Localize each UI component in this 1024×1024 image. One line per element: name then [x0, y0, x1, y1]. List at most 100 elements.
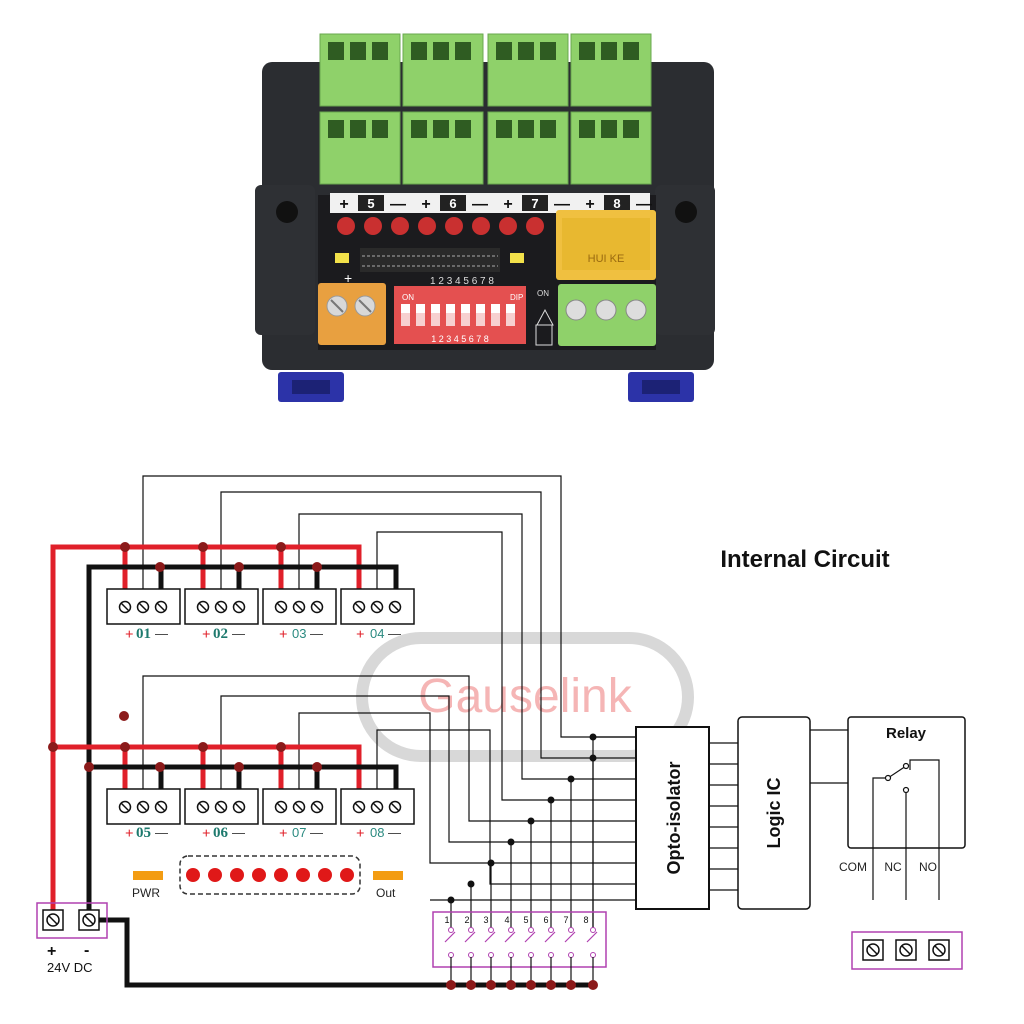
photo-chan-minus: — — [554, 196, 570, 213]
junction-dot — [566, 980, 576, 990]
green-block-slot — [540, 42, 556, 60]
watermark-frame — [356, 632, 694, 762]
signal-junction-dot — [547, 796, 555, 804]
junction-dot — [276, 542, 286, 552]
dip-contact-lever — [524, 931, 536, 943]
t06-minus: — — [232, 825, 245, 840]
signal-wire-row1 — [298, 513, 636, 780]
photo-dip-key — [476, 304, 485, 326]
relay-terminal-screws — [862, 939, 950, 961]
t02-num: 02 — [213, 626, 228, 642]
channel-strip — [330, 193, 650, 213]
t08-minus: — — [388, 825, 401, 840]
terminal-screw-slot — [120, 802, 130, 812]
dip-contact-lever — [504, 931, 516, 943]
signal-wire-row2 — [376, 729, 636, 885]
terminal-screw-slot — [234, 602, 244, 612]
t08-plus: + — [356, 826, 365, 842]
terminal-screw-slot — [276, 602, 286, 612]
green-block-slot — [518, 42, 534, 60]
photo-chan-num-bg — [522, 195, 548, 211]
photo-dip-top-text: 1 2 3 4 5 6 7 8 — [430, 276, 494, 287]
relay-label: Relay — [886, 725, 927, 742]
dip-contact-bottom — [508, 952, 514, 958]
photo-dip-key-toggle — [431, 304, 440, 313]
terminal-screw-slot — [294, 802, 304, 812]
dip-num-5: 5 — [523, 915, 528, 925]
signal-wire-row2 — [142, 675, 636, 822]
photo-plus-sign: + — [344, 270, 352, 286]
dip-contact-bottom — [448, 952, 454, 958]
photo-dip-key-toggle — [506, 304, 515, 313]
signal-junction-dot — [487, 859, 495, 867]
dip-contact-bottom — [528, 952, 534, 958]
power-screw-minus — [78, 909, 100, 931]
power-screw-plus — [42, 909, 64, 931]
photo-dip-bottom-text: 1 2 3 4 5 6 7 8 — [431, 334, 489, 344]
junction-dot — [466, 980, 476, 990]
junction-dot — [486, 980, 496, 990]
t03-num: 03 — [292, 626, 306, 641]
t02-plus: + — [202, 627, 211, 643]
photo-chan-plus: + — [339, 196, 348, 213]
diagram-title: Internal Circuit — [720, 546, 889, 573]
terminal-blocks — [106, 588, 415, 825]
photo-dip-key-toggle — [461, 304, 470, 313]
enclosure-side-right — [655, 185, 715, 335]
relay-screw — [866, 943, 880, 957]
green-block-slot — [372, 42, 388, 60]
t04-plus: + — [356, 627, 365, 643]
terminal-screw-slot — [312, 602, 322, 612]
dip-num-2: 2 — [464, 915, 469, 925]
photo-chan-plus: + — [421, 196, 430, 213]
green-block-slot — [518, 120, 534, 138]
t04-minus: — — [388, 626, 401, 641]
terminal-screw-slot — [354, 802, 364, 812]
photo-led — [526, 217, 544, 235]
photo-chan-minus: — — [472, 196, 488, 213]
relay-screw-slot — [901, 945, 911, 955]
relay-com-label: COM — [839, 860, 867, 874]
green-block-slot — [455, 42, 471, 60]
junction-dot — [48, 742, 58, 752]
photo-chan-num-bg — [440, 195, 466, 211]
watermark-text: Gauselink — [418, 670, 632, 723]
t07-num: 07 — [292, 825, 306, 840]
photo-dip-key-toggle — [416, 304, 425, 313]
photo-dip-key — [401, 304, 410, 326]
out-label: Out — [376, 886, 396, 900]
dip-contact-top — [568, 927, 574, 933]
terminal-screw-slot — [156, 602, 166, 612]
junction-dot — [276, 742, 286, 752]
green-block-slot — [496, 42, 512, 60]
junction-dot — [526, 980, 536, 990]
photo-led-row — [337, 217, 544, 235]
power-wires — [50, 544, 596, 988]
photo-chan-plus: + — [585, 196, 594, 213]
relay-nc-label: NC — [884, 860, 902, 874]
opto-isolator-label: Opto-isolator — [664, 762, 684, 875]
photo-dip-key — [506, 304, 515, 326]
led-indicator — [252, 868, 266, 882]
signal-wire-row2 — [298, 712, 636, 864]
led-indicator — [274, 868, 288, 882]
t01-minus: — — [155, 626, 168, 641]
photo-dip-key-toggle — [401, 304, 410, 313]
led-indicator — [186, 868, 200, 882]
dip-contact-lever — [444, 931, 456, 943]
dip-num-8: 8 — [583, 915, 588, 925]
led-indicator — [318, 868, 332, 882]
photo-chan-minus: — — [390, 196, 406, 213]
dip-contact-lever — [586, 931, 598, 943]
dip-num-3: 3 — [483, 915, 488, 925]
photo-chan-num: 5 — [367, 196, 374, 211]
junction-dot — [155, 762, 165, 772]
dip-num-1: 1 — [444, 915, 449, 925]
led-indicator — [340, 868, 354, 882]
junction-dot — [546, 980, 556, 990]
green-block-slot — [433, 120, 449, 138]
dip-contact-top — [590, 927, 596, 933]
dip-contact-top — [508, 927, 514, 933]
pwr-label: PWR — [132, 886, 160, 900]
photo-dip-key — [446, 304, 455, 326]
